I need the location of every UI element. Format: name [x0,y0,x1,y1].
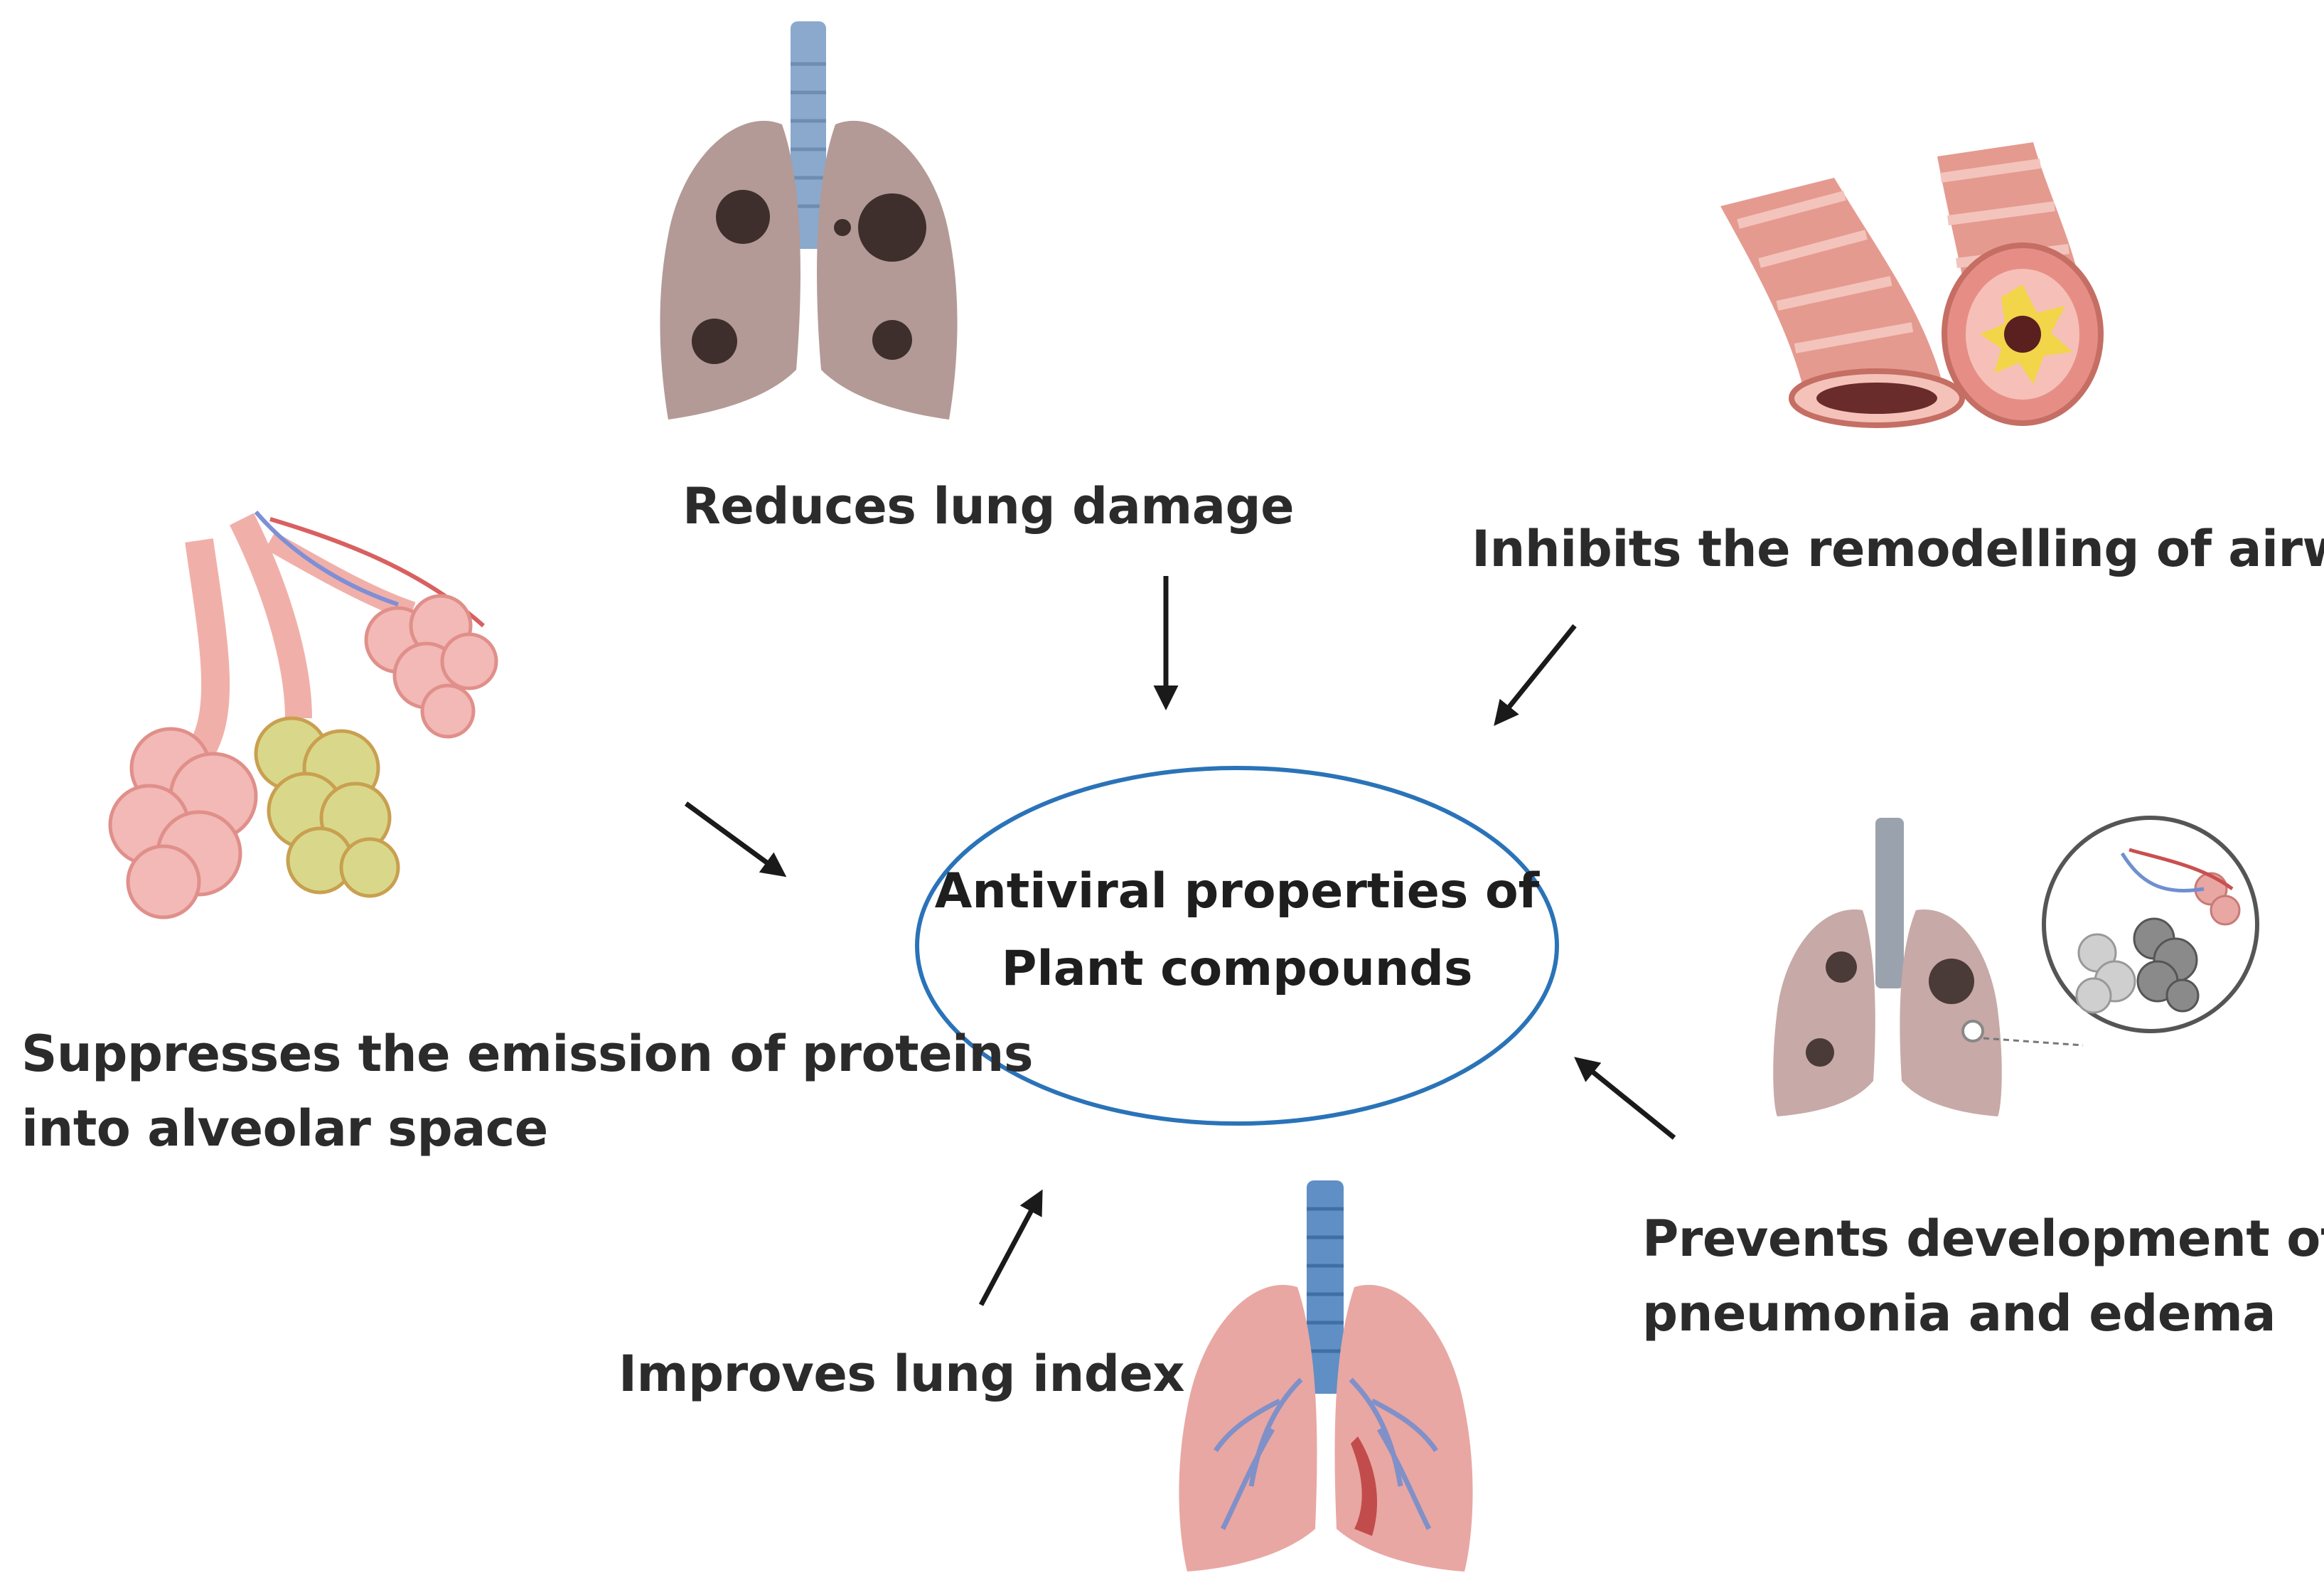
pneumonia-lungs-illustration [1773,816,2259,1116]
arrow-airway [1494,624,1577,726]
alveoli-illustration [108,511,498,919]
arrow-lung-index [978,1189,1043,1306]
airway-illustration [1720,142,2104,428]
label-reduces-lung-damage: Reduces lung damage [682,477,1295,535]
label-prevents-pneumonia: Prevents development of pneumonia and ed… [1642,1202,2324,1351]
center-title-line2: Plant compounds [1001,940,1473,997]
center-title-line1: Antiviral properties of [934,863,1540,919]
label-suppresses-proteins-line1: Suppresses the emission of proteins [21,1025,1034,1083]
center-ellipse [915,766,1559,1126]
arrow-pneumonia [1574,1057,1676,1140]
label-improves-lung-index: Improves lung index [619,1345,1185,1403]
label-prevents-pneumonia-line1: Prevents development of [1642,1210,2324,1268]
center-title: Antiviral properties of Plant compounds [917,853,1557,1008]
label-prevents-pneumonia-line2: pneumonia and edema [1642,1284,2276,1343]
label-suppresses-proteins-line2: into alveolar space [21,1099,548,1158]
label-inhibits-airway-remodelling: Inhibits the remodelling of airway [1472,520,2324,578]
healthy-lungs-illustration [1179,1180,1473,1572]
arrow-proteins [684,801,787,877]
damaged-lungs-illustration [660,21,958,420]
label-suppresses-proteins: Suppresses the emission of proteins into… [21,1017,1034,1166]
